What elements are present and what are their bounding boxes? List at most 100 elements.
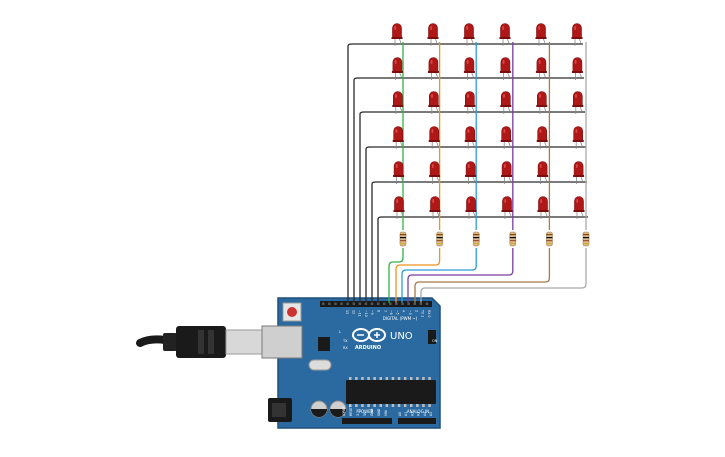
capacitors — [310, 400, 347, 418]
led-icon[interactable] — [572, 126, 584, 150]
led-icon[interactable] — [465, 161, 477, 185]
resistor-band — [509, 243, 516, 245]
led-rim — [571, 37, 583, 39]
led-icon[interactable] — [393, 161, 405, 185]
led-icon[interactable] — [463, 57, 475, 81]
led-icon[interactable] — [500, 126, 512, 150]
led-highlight — [538, 26, 541, 30]
led-icon[interactable] — [429, 161, 441, 185]
led-icon[interactable] — [464, 91, 476, 115]
led-icon[interactable] — [428, 91, 440, 115]
led-rim — [499, 37, 511, 39]
column-pin-wire[interactable] — [401, 248, 477, 303]
column-pin-wire[interactable] — [388, 248, 404, 303]
resistor-band — [546, 240, 553, 242]
led-icon[interactable] — [428, 126, 440, 150]
led-icon[interactable] — [427, 23, 439, 47]
resistor-body — [436, 231, 443, 247]
led-icon[interactable] — [537, 196, 549, 220]
pin-hole[interactable] — [328, 302, 331, 306]
resistor-icon[interactable] — [582, 231, 590, 247]
led-icon[interactable] — [427, 57, 439, 81]
pin-hole[interactable] — [340, 302, 343, 306]
header-holes — [322, 302, 429, 306]
resistor-band — [473, 240, 480, 242]
resistor-band — [546, 234, 553, 236]
pin-hole[interactable] — [334, 302, 337, 306]
pin-hole[interactable] — [425, 302, 429, 306]
row-wire[interactable] — [359, 111, 585, 303]
led-rim — [427, 37, 439, 39]
led-icon[interactable] — [500, 91, 512, 115]
led-icon[interactable] — [536, 91, 548, 115]
pin-hole[interactable] — [352, 302, 356, 306]
led-icon[interactable] — [463, 23, 475, 47]
resistor-icon[interactable] — [472, 231, 480, 247]
reset-button-icon[interactable] — [282, 302, 302, 322]
tx-label: TX — [342, 339, 348, 343]
pin-hole[interactable] — [401, 302, 404, 306]
led-icon[interactable] — [392, 126, 404, 150]
pin-hole[interactable] — [389, 302, 392, 306]
pin-hole[interactable] — [346, 302, 349, 306]
pin-label: A4 — [423, 412, 427, 416]
row-wire[interactable] — [347, 43, 583, 303]
led-icon[interactable] — [573, 196, 585, 220]
led-icon[interactable] — [572, 91, 584, 114]
column-pin-wire[interactable] — [414, 248, 551, 303]
led-highlight — [431, 94, 433, 98]
led-rim — [465, 175, 477, 177]
pin-label: ~9 — [370, 310, 374, 315]
led-icon[interactable] — [464, 126, 476, 150]
resistor-icon[interactable] — [399, 231, 407, 247]
resistor-band — [436, 243, 443, 245]
resistor-icon[interactable] — [546, 231, 553, 247]
pin-hole[interactable] — [376, 302, 380, 306]
led-icon[interactable] — [392, 91, 404, 115]
led-icon[interactable] — [429, 196, 441, 220]
led-icon[interactable] — [573, 161, 585, 185]
resistor-band — [436, 240, 443, 242]
row-wire[interactable] — [377, 216, 588, 303]
led-highlight — [503, 129, 506, 133]
led-icon[interactable] — [535, 57, 547, 81]
pin-hole[interactable] — [364, 302, 368, 306]
pin-hole[interactable] — [395, 302, 398, 306]
led-icon[interactable] — [571, 23, 583, 47]
pin-hole[interactable] — [413, 302, 417, 306]
led-icon[interactable] — [465, 196, 477, 220]
arduino-board[interactable]: ARDUINO UNO DIGITAL (PWM ~) POWER ANALOG… — [261, 297, 441, 429]
row-wire[interactable] — [371, 181, 587, 303]
led-icon[interactable] — [501, 196, 513, 220]
led-body — [393, 91, 403, 107]
chip-pin — [349, 404, 352, 407]
led-icon[interactable] — [393, 196, 405, 220]
column-pin-wire[interactable] — [407, 248, 514, 303]
column-pin-wire[interactable] — [395, 248, 441, 303]
led-icon[interactable] — [537, 161, 549, 185]
led-icon[interactable] — [391, 57, 403, 81]
led-rim — [537, 175, 549, 177]
pin-label: GND — [370, 408, 374, 416]
pin-hole[interactable] — [322, 302, 325, 306]
pin-label: RESET — [349, 406, 353, 416]
led-icon[interactable] — [499, 23, 511, 47]
pin-hole[interactable] — [370, 302, 374, 306]
pin-hole[interactable] — [419, 302, 423, 306]
led-icon[interactable] — [571, 57, 583, 80]
led-icon[interactable] — [536, 126, 548, 150]
led-rim — [428, 105, 440, 107]
pin-hole[interactable] — [407, 302, 410, 306]
led-icon[interactable] — [501, 161, 513, 185]
column-pin-wire[interactable] — [420, 248, 587, 303]
resistor-icon[interactable] — [436, 231, 443, 247]
pin-label: ~6 — [389, 310, 393, 315]
row-wire[interactable] — [365, 146, 586, 303]
led-icon[interactable] — [499, 57, 511, 81]
row-wire[interactable] — [353, 77, 584, 303]
resistor-icon[interactable] — [509, 231, 517, 247]
led-icon[interactable] — [535, 23, 547, 47]
pin-hole[interactable] — [358, 302, 362, 306]
pin-hole[interactable] — [383, 302, 386, 306]
led-icon[interactable] — [391, 23, 403, 47]
